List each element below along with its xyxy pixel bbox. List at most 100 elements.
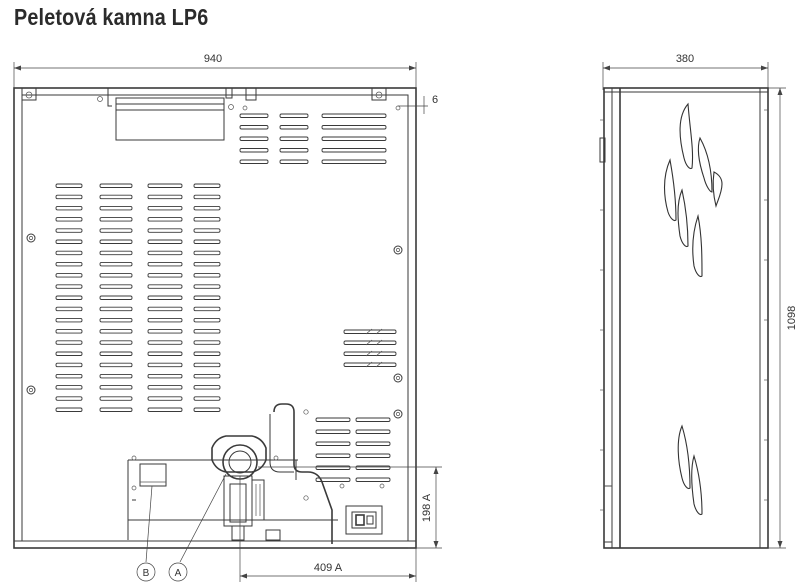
vent-slot <box>55 396 83 401</box>
top-offset-dimension: 6 <box>398 94 438 114</box>
flame-decoration <box>663 102 723 516</box>
vent-slot <box>279 125 309 130</box>
vent-slot <box>315 441 351 446</box>
vent-slot <box>239 148 269 153</box>
vent-slot <box>99 329 133 334</box>
vent-slot <box>147 407 183 412</box>
vent-slot <box>279 148 309 153</box>
vent-slot <box>99 373 133 379</box>
vent-slot <box>343 351 397 356</box>
top-offset-label: 6 <box>432 94 438 106</box>
height-dimension: 1098 <box>768 87 798 549</box>
vent-slot <box>193 396 221 401</box>
vent-slot <box>321 159 387 164</box>
vent-slot <box>355 453 391 458</box>
vent-slot <box>99 217 133 222</box>
vent-slot <box>315 429 351 434</box>
vent-slot <box>147 183 183 188</box>
vent-slot <box>193 317 221 323</box>
vent-slot <box>147 306 183 312</box>
width-dimension: 940 <box>13 53 417 90</box>
vent-slot <box>147 340 183 345</box>
connection-height-label: 198 A <box>421 493 433 522</box>
hatch-mark <box>365 350 373 357</box>
vent-slot <box>55 273 83 278</box>
vent-slot <box>193 385 221 390</box>
vent-slot <box>147 194 183 200</box>
vent-slot <box>239 125 269 130</box>
callout-b: B <box>136 485 156 582</box>
vent-slot <box>55 217 83 222</box>
vent-slot <box>99 306 133 312</box>
vent-slot <box>55 362 83 368</box>
vent-slot <box>193 205 221 211</box>
vent-slot <box>99 407 133 412</box>
vent-slot <box>193 407 221 412</box>
depth-dimension: 380 <box>602 53 769 90</box>
vent-slot <box>343 340 397 345</box>
vent-slot <box>147 250 183 256</box>
vent-slot <box>55 351 83 356</box>
hatch-mark <box>375 328 383 335</box>
vent-slot <box>193 329 221 334</box>
vent-slot <box>55 407 83 412</box>
vent-slot <box>239 159 269 164</box>
power-socket <box>339 483 385 535</box>
hatch-mark <box>365 339 373 346</box>
vent-slots-left <box>55 183 221 412</box>
casing-outline <box>13 87 417 549</box>
vent-slot <box>99 183 133 188</box>
mounting-holes <box>26 105 403 419</box>
width-label: 940 <box>204 53 222 65</box>
vent-slot <box>355 417 391 422</box>
vent-slot <box>193 261 221 267</box>
vent-slots-upper <box>239 113 387 164</box>
vent-slot <box>279 159 309 164</box>
vent-slot <box>55 373 83 379</box>
vent-slot <box>315 453 351 458</box>
vent-slot <box>193 194 221 200</box>
vent-slot <box>315 465 351 470</box>
vent-slot <box>55 261 83 267</box>
vent-slot <box>343 329 397 334</box>
vent-slot <box>55 329 83 334</box>
vent-slot <box>99 273 133 278</box>
vent-slot <box>55 194 83 200</box>
vent-slot <box>55 250 83 256</box>
vent-slot <box>193 362 221 368</box>
vent-slot <box>193 250 221 256</box>
vent-slot <box>147 217 183 222</box>
vent-slot <box>99 351 133 356</box>
hatch-mark <box>375 350 383 357</box>
hatch-mark <box>365 361 373 368</box>
vent-slot <box>147 295 183 300</box>
vent-slot <box>147 351 183 356</box>
side-view: 380 1098 <box>599 53 798 549</box>
vent-slot <box>321 148 387 153</box>
height-label: 1098 <box>786 306 798 330</box>
connection-offset-label: 409 A <box>314 562 343 574</box>
side-casing <box>603 87 769 549</box>
vent-slot <box>147 239 183 244</box>
vent-slot <box>55 239 83 244</box>
vent-slot <box>99 295 133 300</box>
vent-slot <box>55 284 83 289</box>
vent-slot <box>193 239 221 244</box>
vent-slot <box>239 113 269 118</box>
vent-slot <box>193 351 221 356</box>
vent-slot <box>321 113 387 118</box>
vent-slot <box>55 228 83 233</box>
vent-slot <box>55 183 83 188</box>
vent-slot <box>193 306 221 312</box>
vent-slot <box>193 217 221 222</box>
vent-slot <box>99 228 133 233</box>
vent-slots-lower <box>315 417 391 482</box>
vent-slot <box>147 284 183 289</box>
vent-slot <box>99 250 133 256</box>
vent-slot <box>147 205 183 211</box>
front-view: 940 6 <box>13 53 442 582</box>
vent-slot <box>355 429 391 434</box>
vent-slot <box>193 340 221 345</box>
hatch-mark <box>365 328 373 335</box>
